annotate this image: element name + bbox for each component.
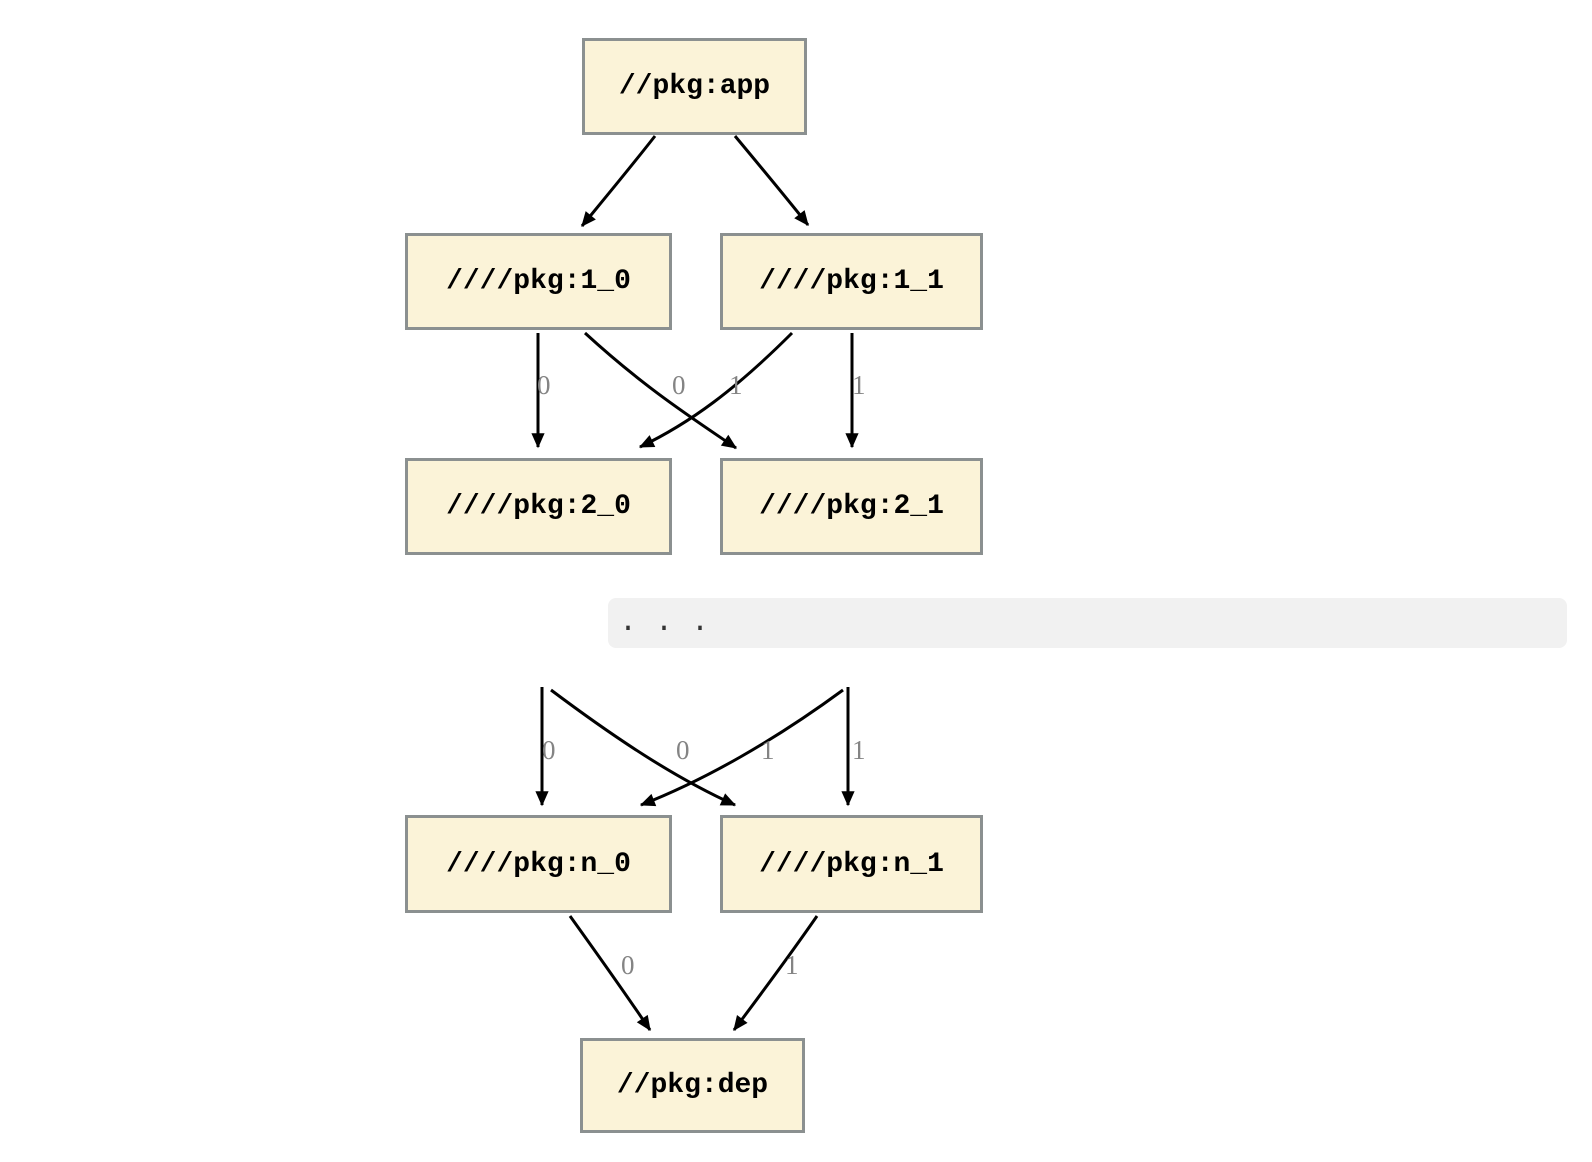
node-pkg-1_1: ////pkg:1_1 (720, 233, 983, 330)
edge-label-left-n_0: 0 (542, 735, 556, 765)
edge-1_0-to-2_1 (583, 331, 737, 450)
edge-truncated-left-to-n_1 (550, 688, 737, 807)
edge-app-to-1_1 (733, 135, 810, 226)
node-pkg-n_0: ////pkg:n_0 (405, 815, 672, 913)
edge-truncated-right-to-n_0 (639, 688, 844, 807)
edge-app-to-1_0 (580, 135, 657, 227)
node-pkg-app: //pkg:app (582, 38, 807, 135)
node-pkg-dep-label: //pkg:dep (616, 1070, 769, 1101)
ellipsis-text: . . . (619, 606, 710, 640)
edge-label-1_1-2_1: 1 (852, 370, 866, 400)
node-pkg-2_1-label: ////pkg:2_1 (759, 491, 944, 522)
node-pkg-n_1: ////pkg:n_1 (720, 815, 983, 913)
node-pkg-n_1-label: ////pkg:n_1 (759, 848, 944, 880)
edge-n_1-to-dep (732, 915, 819, 1031)
node-pkg-app-label: //pkg:app (618, 71, 771, 102)
edge-label-1_1-2_0: 0 (672, 370, 686, 400)
node-pkg-1_0: ////pkg:1_0 (405, 233, 672, 330)
edge-label-1_0-2_0: 0 (537, 370, 551, 400)
ellipsis-code-block: . . . (608, 598, 1567, 648)
node-pkg-1_1-label: ////pkg:1_1 (759, 266, 944, 297)
edge-n_0-to-dep (568, 915, 652, 1031)
node-pkg-2_0: ////pkg:2_0 (405, 458, 672, 555)
edge-label-right-n_0: 0 (676, 735, 690, 765)
edge-label-n_1-dep: 1 (785, 950, 799, 980)
node-pkg-2_1: ////pkg:2_1 (720, 458, 983, 555)
edge-label-n_0-dep: 0 (621, 950, 635, 980)
edge-label-1_0-2_1: 1 (729, 370, 743, 400)
node-pkg-1_0-label: ////pkg:1_0 (446, 266, 631, 297)
node-pkg-2_0-label: ////pkg:2_0 (446, 491, 631, 522)
edge-label-left-n_1: 1 (761, 735, 775, 765)
edge-1_1-to-2_0 (638, 331, 794, 449)
node-pkg-n_0-label: ////pkg:n_0 (446, 848, 631, 880)
edge-label-right-n_1: 1 (852, 735, 866, 765)
node-pkg-dep: //pkg:dep (580, 1038, 805, 1133)
